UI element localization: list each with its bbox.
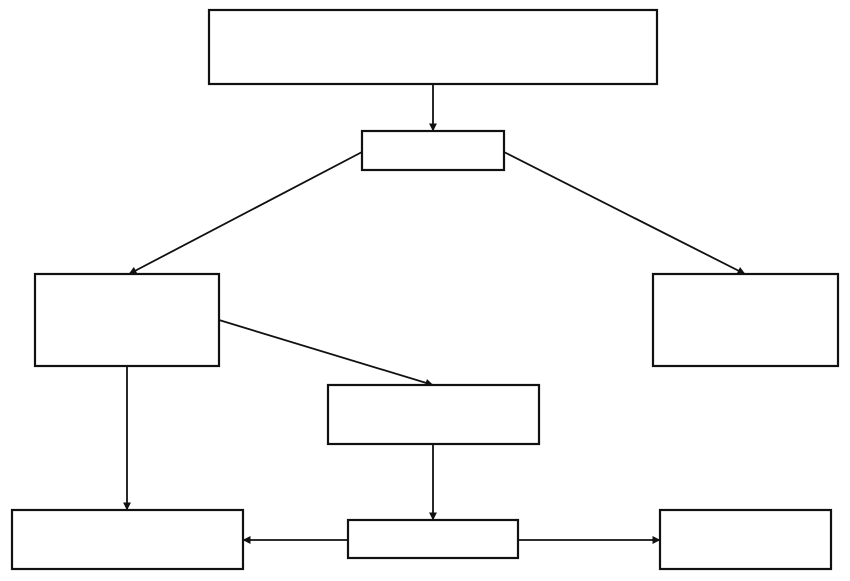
- node-middle-small-box: [360, 129, 506, 172]
- node-bottom-right: [658, 508, 833, 571]
- nodes-group: [10, 8, 840, 571]
- node-top: [207, 8, 659, 86]
- node-left-box: [33, 272, 221, 368]
- edge-middle-small-to-left: [128, 151, 363, 275]
- node-bottom-left: [10, 508, 245, 571]
- node-right-box: [651, 272, 840, 368]
- node-center-box: [326, 383, 541, 446]
- node-bottom-right-box: [658, 508, 833, 571]
- node-top-box: [207, 8, 659, 86]
- node-middle-small: [360, 129, 506, 172]
- edges-group: [123, 84, 746, 544]
- node-bottom-left-box: [10, 508, 245, 571]
- node-bottom-center-box: [346, 518, 520, 560]
- edge-left-to-center: [218, 319, 434, 387]
- node-right: [651, 272, 840, 368]
- node-bottom-center: [346, 518, 520, 560]
- node-left: [33, 272, 221, 368]
- edge-middle-small-to-right: [503, 151, 746, 275]
- node-center: [326, 383, 541, 446]
